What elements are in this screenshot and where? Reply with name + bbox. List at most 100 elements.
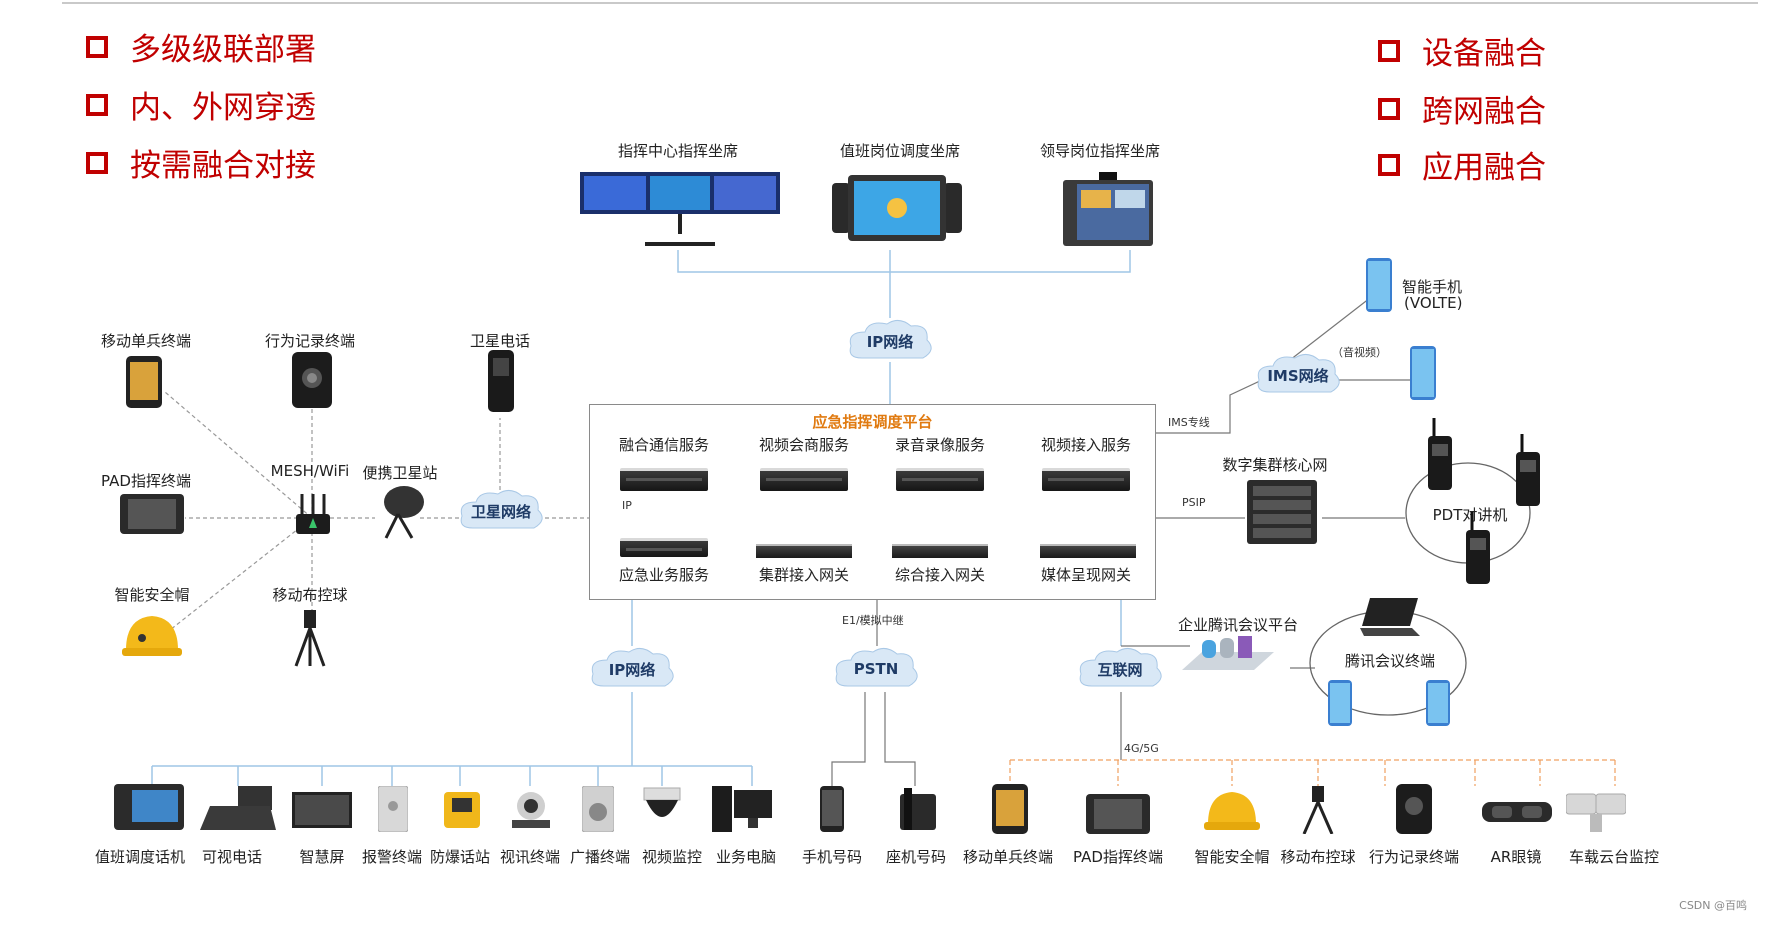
right-bullet-2: 跨网融合	[1378, 86, 1546, 131]
gateway-icon	[892, 544, 988, 558]
left-bullet-1: 多级级联部署	[86, 24, 316, 69]
helmet-icon	[120, 610, 184, 666]
square-bullet-icon	[86, 35, 108, 58]
internet-cloud: 互联网	[1077, 646, 1163, 692]
right-bullet-1: 设备融合	[1378, 28, 1546, 73]
bottom-device-label: AR眼镜	[1490, 848, 1542, 866]
speaker-icon	[581, 785, 615, 836]
tripod-camera-icon	[1300, 786, 1336, 838]
bottom-device-label: 移动单兵终端	[962, 848, 1054, 866]
ip-label: IP	[622, 499, 632, 512]
bottom-device-label: 车载云台监控	[1568, 848, 1660, 866]
square-bullet-icon	[1378, 39, 1400, 62]
bottom-device-label: 视频监控	[641, 848, 703, 866]
label-e1: E1/模拟中继	[842, 614, 904, 627]
computer-icon	[712, 786, 772, 836]
laptop-icon	[1360, 598, 1420, 642]
label-pad: PAD指挥终端	[101, 472, 191, 490]
label-ims-line: IMS专线	[1168, 416, 1210, 429]
dispatch-console-icon	[832, 175, 962, 251]
bottom-device-label: 手机号码	[801, 848, 863, 866]
satellite-dish-icon	[376, 484, 426, 544]
label-av: （音视频）	[1332, 346, 1387, 359]
label-mesh: MESH/WiFi	[270, 462, 350, 480]
service-label: 视频接入服务	[1040, 436, 1132, 454]
bottom-device-label: 报警终端	[361, 848, 423, 866]
desk-phone-icon	[900, 788, 936, 834]
satellite-phone-icon	[488, 350, 514, 416]
platform-title: 应急指挥调度平台	[812, 413, 933, 431]
left-bullet-3: 按需融合对接	[86, 140, 316, 185]
server-icon	[1042, 468, 1130, 491]
service-label: 媒体呈现网关	[1040, 566, 1132, 584]
bottom-device-label: 座机号码	[885, 848, 947, 866]
server-icon	[620, 538, 708, 557]
explosion-proof-phone-icon	[440, 786, 484, 836]
label-behavior-recorder: 行为记录终端	[264, 332, 356, 350]
label-satellite-phone: 卫星电话	[469, 332, 531, 350]
server-icon	[620, 468, 708, 491]
smart-screen-icon	[292, 792, 352, 836]
bottom-device-label: 广播终端	[569, 848, 631, 866]
tripod-camera-icon	[292, 610, 328, 672]
core-cabinet-icon	[1247, 480, 1317, 548]
server-icon	[896, 468, 984, 491]
label-smartphone: 智能手机	[1402, 278, 1463, 296]
pstn-cloud: PSTN	[833, 646, 919, 692]
ims-network-cloud: IMS网络	[1255, 352, 1341, 398]
ip-network-cloud-top: IP网络	[847, 318, 933, 364]
bottom-device-label: 业务电脑	[715, 848, 777, 866]
service-label: 应急业务服务	[618, 566, 710, 584]
left-bullet-2: 内、外网穿透	[86, 82, 316, 127]
smartphone-icon	[1366, 258, 1392, 316]
video-phone-icon	[200, 786, 276, 834]
service-label: 融合通信服务	[618, 436, 710, 454]
body-camera-icon	[292, 352, 332, 412]
bottom-device-label: 值班调度话机	[94, 848, 186, 866]
gateway-icon	[1040, 544, 1136, 558]
radio-icon	[1428, 418, 1452, 494]
server-icon	[760, 468, 848, 491]
bottom-device-label: 智能安全帽	[1194, 848, 1270, 866]
service-label: 综合接入网关	[894, 566, 986, 584]
square-bullet-icon	[1378, 97, 1400, 120]
label-portable-sat: 便携卫星站	[362, 464, 438, 482]
phone-icon	[990, 784, 1030, 838]
bottom-device-label: 移动布控球	[1280, 848, 1356, 866]
seat-label-duty: 值班岗位调度坐席	[839, 142, 961, 160]
phone-icon	[124, 356, 164, 412]
service-label: 录音录像服务	[894, 436, 986, 454]
ptz-camera-icon	[1565, 790, 1627, 838]
tablet-icon	[1086, 794, 1150, 838]
body-camera-icon	[1396, 784, 1432, 838]
multi-monitor-icon	[580, 172, 780, 251]
label-pdt: PDT对讲机	[1432, 506, 1508, 524]
smartphone-icon	[1410, 346, 1436, 404]
ar-glasses-icon	[1482, 798, 1552, 830]
gateway-icon	[756, 544, 852, 558]
label-mobile-ball: 移动布控球	[272, 586, 348, 604]
right-bullet-3: 应用融合	[1378, 142, 1546, 187]
radio-icon	[1516, 434, 1540, 510]
square-bullet-icon	[86, 93, 108, 116]
label-helmet: 智能安全帽	[114, 586, 190, 604]
satellite-network-cloud: 卫星网络	[458, 488, 544, 534]
video-conference-terminal-icon	[506, 790, 556, 834]
smartphone-icon	[1328, 680, 1352, 730]
bottom-device-label: 可视电话	[201, 848, 263, 866]
top-divider	[62, 2, 1758, 4]
dome-camera-icon	[640, 786, 684, 836]
label-tencent-platform: 企业腾讯会议平台	[1177, 616, 1299, 634]
footer-watermark: CSDN @百鸣	[1679, 899, 1747, 912]
alarm-terminal-icon	[377, 785, 409, 836]
label-digital-core: 数字集群核心网	[1222, 456, 1328, 474]
bottom-device-label: 智慧屏	[299, 848, 345, 866]
mesh-router-icon	[296, 494, 330, 538]
bottom-device-label: 行为记录终端	[1368, 848, 1460, 866]
emergency-platform: 应急指挥调度平台	[589, 404, 1156, 600]
seat-label-command: 指挥中心指挥坐席	[617, 142, 739, 160]
smartphone-icon	[1426, 680, 1450, 730]
label-4g5g: 4G/5G	[1124, 742, 1159, 755]
video-terminal-icon	[1063, 172, 1153, 254]
cloud-platform-icon	[1182, 634, 1274, 686]
